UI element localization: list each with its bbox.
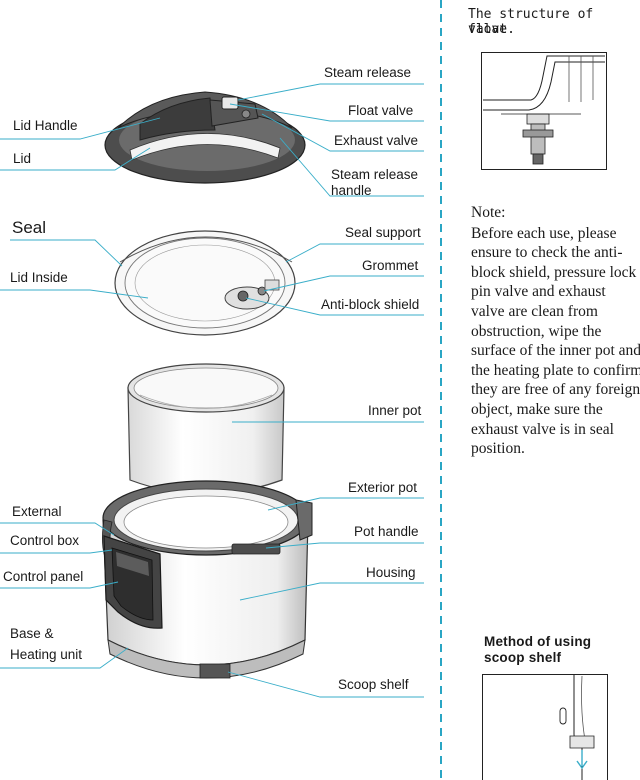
label-exhaust-valve: Exhaust valve xyxy=(334,133,419,148)
leader-control-panel xyxy=(0,581,119,589)
label-seal: Seal xyxy=(12,218,47,237)
leader-base-heating xyxy=(0,647,129,669)
scoop-shelf-title: Method of using scoop shelf xyxy=(484,634,591,666)
leader-lid-inside xyxy=(0,289,149,299)
leader-float-valve xyxy=(229,103,424,122)
label-housing: Housing xyxy=(366,565,416,580)
lid-inside-illustration xyxy=(114,230,296,336)
label-steam-release-handle-line1: Steam release xyxy=(331,167,419,182)
leader-anti-block-shield xyxy=(245,297,424,316)
float-valve-title-line1: The structure of float xyxy=(468,7,594,37)
control-box-illustration xyxy=(103,535,163,629)
scoop-title-line2: scoop shelf xyxy=(484,650,562,665)
label-exterior-pot: Exterior pot xyxy=(348,480,418,495)
leader-seal-support xyxy=(285,243,424,263)
leader-external xyxy=(0,522,115,536)
label-float-valve: Float valve xyxy=(348,103,414,118)
leader-lid-handle xyxy=(0,117,161,140)
label-steam-release-handle-line2: handle xyxy=(331,183,372,198)
label-external: External xyxy=(12,504,62,519)
note-heading: Note: xyxy=(471,204,506,221)
label-base-heating-line2: Heating unit xyxy=(10,647,83,662)
label-anti-block-shield: Anti-block shield xyxy=(321,297,420,312)
label-lid-inside: Lid Inside xyxy=(10,270,68,285)
leader-seal xyxy=(10,239,123,267)
leader-exterior-pot xyxy=(267,497,424,511)
label-base-heating-line1: Base & xyxy=(10,626,54,641)
label-inner-pot: Inner pot xyxy=(368,403,422,418)
label-control-panel: Control panel xyxy=(3,569,84,584)
label-scoop-shelf: Scoop shelf xyxy=(338,677,409,692)
inner-pot-illustration xyxy=(127,363,285,495)
scoop-title-line1: Method of using xyxy=(484,634,592,649)
leader-housing xyxy=(239,582,424,601)
leader-exhaust-valve xyxy=(261,113,424,152)
label-seal-support: Seal support xyxy=(345,225,421,240)
leader-control-box xyxy=(0,549,113,554)
label-lid-handle: Lid Handle xyxy=(13,118,78,133)
leader-grommet xyxy=(263,275,424,292)
leader-steam-release-handle xyxy=(279,137,424,197)
dashed-divider xyxy=(440,0,442,780)
lid-illustration xyxy=(104,91,306,184)
label-control-box: Control box xyxy=(10,533,80,548)
scoop-shelf-detail-illustration xyxy=(482,674,608,780)
label-steam-release: Steam release xyxy=(324,65,412,80)
label-pot-handle: Pot handle xyxy=(354,524,419,539)
leader-steam-release xyxy=(237,83,424,101)
leader-lid xyxy=(0,147,151,171)
note-block: Note: Before each use, please ensure to … xyxy=(471,203,640,459)
label-lid: Lid xyxy=(13,151,32,166)
float-valve-title-line2: valve. xyxy=(468,22,515,37)
label-grommet: Grommet xyxy=(362,258,419,273)
leader-lines xyxy=(0,83,424,698)
leader-scoop-shelf xyxy=(227,671,424,698)
leader-pot-handle xyxy=(265,542,424,549)
note-text: Before each use, please ensure to check … xyxy=(471,224,640,458)
float-valve-detail-illustration xyxy=(481,52,607,170)
